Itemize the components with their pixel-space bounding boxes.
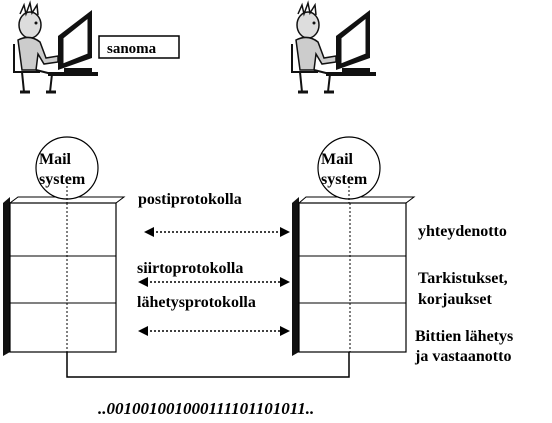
left-protocol-stack [3,196,126,356]
right-mail-label-line2: system [321,171,368,188]
right-mail-label-line1: Mail [321,151,354,168]
checks-description-line1: Tarkistukset, [418,270,508,287]
right-mail-system: Mail system [317,136,381,203]
bits-description-line2: ja vastaanotto [414,348,511,365]
bitstream: ..001001001000111101101011.. [98,399,314,418]
message-box [98,35,180,59]
person-at-computer-icon [13,0,98,94]
connection-description: yhteydenotto [418,223,507,240]
left-mail-label-line2: system [39,171,86,188]
transmission-protocol-label: lähetysprotokolla [137,294,256,311]
transfer-protocol-label: siirtoprotokolla [137,260,243,277]
mail-protocol-arrow [144,227,290,237]
left-mail-system: Mail system [35,136,99,203]
mail-protocol-label: postiprotokolla [138,191,242,208]
bits-description-line1: Bittien lähetys [415,328,513,345]
transmission-protocol-arrow [138,326,290,336]
transfer-protocol-arrow [138,277,290,287]
person-at-computer-icon [291,0,376,94]
right-protocol-stack [292,196,416,356]
checks-description-line2: korjaukset [418,291,492,308]
message-label: sanoma [107,41,157,57]
physical-link [66,352,350,378]
left-mail-label-line1: Mail [39,151,72,168]
